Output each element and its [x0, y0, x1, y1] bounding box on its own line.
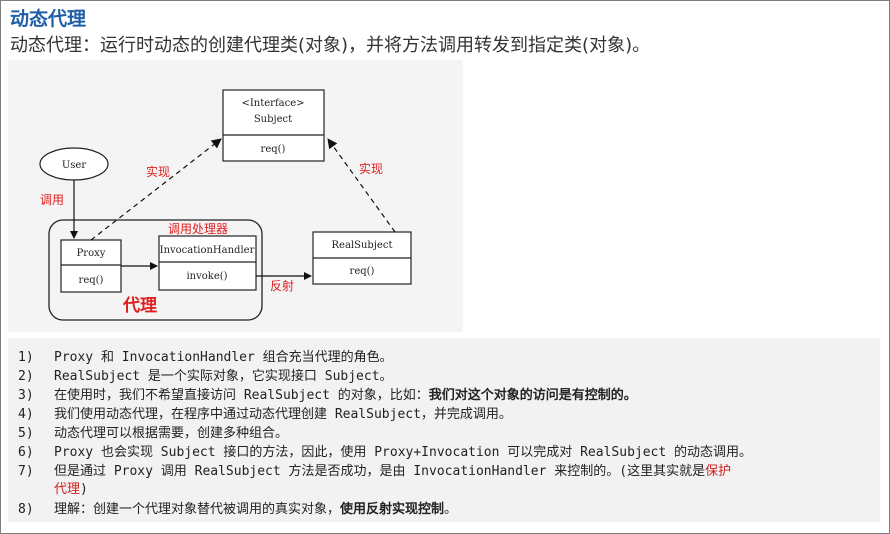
handler-method: invoke() [186, 271, 227, 282]
subject-interface-box: <Interface> Subject req() [222, 89, 325, 162]
real-subject-box: RealSubject req() [312, 231, 412, 285]
real-subject-method: req() [350, 266, 375, 277]
proxy-method: req() [79, 275, 104, 286]
list-item: 1)Proxy 和 InvocationHandler 组合充当代理的角色。 [18, 350, 393, 365]
subject-method: req() [261, 144, 286, 155]
list-item-continuation: 代理) [54, 482, 88, 497]
subject-name: Subject [254, 114, 292, 125]
label-implements-left: 实现 [146, 164, 170, 179]
label-handler: 调用处理器 [168, 222, 228, 236]
subject-stereotype: <Interface> [241, 98, 304, 109]
page-subtitle: 动态代理：运行时动态的创建代理类(对象)，并将方法调用转发到指定类(对象)。 [10, 35, 651, 56]
page-title: 动态代理 [10, 8, 87, 30]
arrow-proxy-implements [90, 138, 222, 241]
list-item: 3)在使用时，我们不希望直接访问 RealSubject 的对象，比如：我们对这… [18, 388, 637, 403]
proxy-name: Proxy [77, 248, 106, 259]
proxy-box: Proxy req() [60, 239, 122, 293]
invocation-handler-box: InvocationHandler invoke() [158, 235, 257, 291]
list-item: 7)但是通过 Proxy 调用 RealSubject 方法是否成功，是由 In… [18, 464, 732, 479]
arrow-real-implements [327, 138, 396, 233]
notes-list: 1)Proxy 和 InvocationHandler 组合充当代理的角色。 2… [8, 338, 880, 522]
user-actor: User [39, 147, 109, 181]
list-item: 2)RealSubject 是一个实际对象，它实现接口 Subject。 [18, 369, 393, 384]
uml-diagram: <Interface> Subject req() User Proxy req… [8, 60, 463, 332]
proxy-group-container [48, 219, 263, 321]
list-item: 4)我们使用动态代理，在程序中通过动态代理创建 RealSubject，并完成调… [18, 407, 512, 422]
label-call: 调用 [40, 193, 64, 207]
list-item: 6)Proxy 也会实现 Subject 接口的方法，因此，使用 Proxy+I… [18, 445, 753, 460]
handler-name: InvocationHandler [160, 245, 255, 256]
label-proxy-group: 代理 [122, 295, 157, 316]
real-subject-name: RealSubject [332, 240, 393, 251]
list-item: 8)理解：创建一个代理对象替代被调用的真实对象，使用反射实现控制。 [18, 502, 458, 517]
user-label: User [62, 160, 86, 171]
label-reflect: 反射 [270, 278, 294, 293]
label-implements-right: 实现 [359, 161, 383, 176]
diagram-svg: <Interface> Subject req() User Proxy req… [39, 89, 412, 321]
list-item: 5)动态代理可以根据需要，创建多种组合。 [18, 426, 289, 441]
